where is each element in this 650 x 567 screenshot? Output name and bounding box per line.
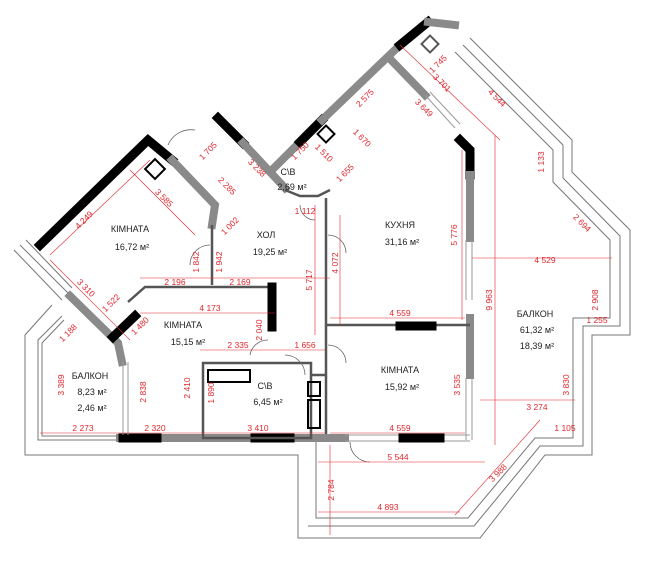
dimension-label: 1 510 (313, 142, 335, 164)
dimension-label: 4 173 (199, 303, 221, 313)
room-name: ХОЛ (257, 230, 276, 240)
room-area: 8,23 м² (77, 387, 106, 397)
door-swing (249, 339, 269, 356)
door-swing (349, 441, 371, 463)
dimension-label: 4 529 (534, 255, 556, 265)
dimension-label: 2 040 (254, 319, 264, 341)
dimension-label: 1 656 (294, 340, 316, 350)
dimension-label: 3 585 (153, 187, 175, 209)
walls (33, 15, 475, 443)
room-area-secondary: 2,46 м² (77, 403, 106, 413)
dimension-label: 3 238 (246, 157, 268, 179)
dimension-label: 4 544 (486, 87, 508, 109)
dimension-label: 1 655 (334, 162, 356, 184)
dimension-label: 2 908 (590, 289, 600, 311)
balcony-outlines (13, 37, 631, 539)
dimension-label: 3 310 (75, 277, 97, 299)
room-name: КІМНАТА (381, 365, 419, 375)
room-area: 31,16 м² (385, 237, 419, 247)
dimension-label: 3 410 (247, 423, 269, 433)
room-name: КІМНАТА (111, 224, 149, 234)
room-labels: КІМНАТА 16,72 м² ХОЛ 19,25 м² С\В 2,69 м… (72, 167, 554, 413)
doors (167, 129, 371, 463)
dimension-label: 1 522 (100, 292, 122, 314)
dimension-label: 3 830 (561, 374, 571, 396)
dimension-label: 1 942 (214, 251, 224, 273)
room-area-secondary: 18,39 м² (520, 341, 554, 351)
dimension-label: 3 274 (526, 402, 548, 412)
room-area: 6,45 м² (253, 397, 282, 407)
dimension-label: 2 335 (227, 340, 249, 350)
dimension-label: 3 649 (413, 97, 435, 119)
dimension-label: 1 105 (554, 423, 576, 433)
dimension-label: 1 705 (197, 140, 219, 162)
door-swing (167, 129, 196, 146)
room-area: 15,92 м² (385, 382, 419, 392)
dimension-label: 2 285 (216, 175, 238, 197)
room-name: КУХНЯ (385, 220, 415, 230)
dimension-label: 2 320 (144, 423, 166, 433)
bathtub (207, 369, 251, 383)
room-area: 2,69 м² (277, 182, 306, 192)
dimension-label: 1 133 (536, 151, 546, 173)
door-swing (327, 344, 347, 364)
room-area: 16,72 м² (115, 242, 149, 252)
shaft (420, 34, 440, 54)
dimension-label: 5 717 (304, 269, 314, 291)
room-name: С\В (280, 167, 295, 177)
door-swing (189, 244, 211, 266)
door-swing (284, 354, 306, 376)
dimension-label: 2 273 (72, 423, 94, 433)
dimension-label: 1 842 (191, 251, 201, 273)
dimension-label: 3 535 (452, 374, 462, 396)
room-area: 19,25 м² (253, 247, 287, 257)
dimension-label: 2 410 (182, 377, 192, 399)
dimension-label: 5 544 (387, 452, 409, 462)
dimension-label: 4 893 (377, 502, 399, 512)
dimension-label: 1 112 (295, 206, 316, 216)
dimension-label: 9 963 (484, 289, 494, 311)
toilet (316, 124, 336, 144)
room-area: 15,15 м² (171, 337, 205, 347)
dimension-label: 1 890 (206, 382, 216, 404)
room-name: С\В (257, 381, 272, 391)
dimension-label: 1 670 (351, 127, 373, 149)
dimension-label: 3 701 (431, 72, 453, 94)
dimension-label: 2 694 (571, 212, 593, 234)
dimension-label: 1 002 (219, 215, 241, 237)
dimension-label: 2 784 (326, 479, 336, 501)
dimension-label: 3 389 (56, 374, 66, 396)
dimension-label: 4 559 (389, 308, 411, 318)
dimension-label: 2 196 (164, 277, 186, 287)
dimension-label: 5 776 (449, 224, 459, 246)
room-name: БАЛКОН (517, 309, 553, 319)
dimension-label: 1 188 (57, 322, 79, 344)
toilet (143, 157, 167, 181)
door-swing (299, 204, 316, 221)
room-area: 61,32 м² (520, 325, 554, 335)
room-name: БАЛКОН (72, 371, 108, 381)
toilet (307, 381, 321, 397)
dimension-label: 4 559 (389, 423, 411, 433)
dimension-lines (40, 44, 612, 535)
shower (307, 399, 321, 429)
fixtures (143, 34, 440, 429)
door-swing (327, 234, 347, 254)
dimension-label: 1 750 (289, 140, 311, 162)
dimension-label: 2 838 (138, 381, 148, 403)
dimension-label: 1 255 (586, 315, 608, 325)
dimension-label: 4 072 (330, 252, 340, 274)
room-name: КІМНАТА (164, 320, 202, 330)
dimension-label: 2 169 (229, 277, 251, 287)
